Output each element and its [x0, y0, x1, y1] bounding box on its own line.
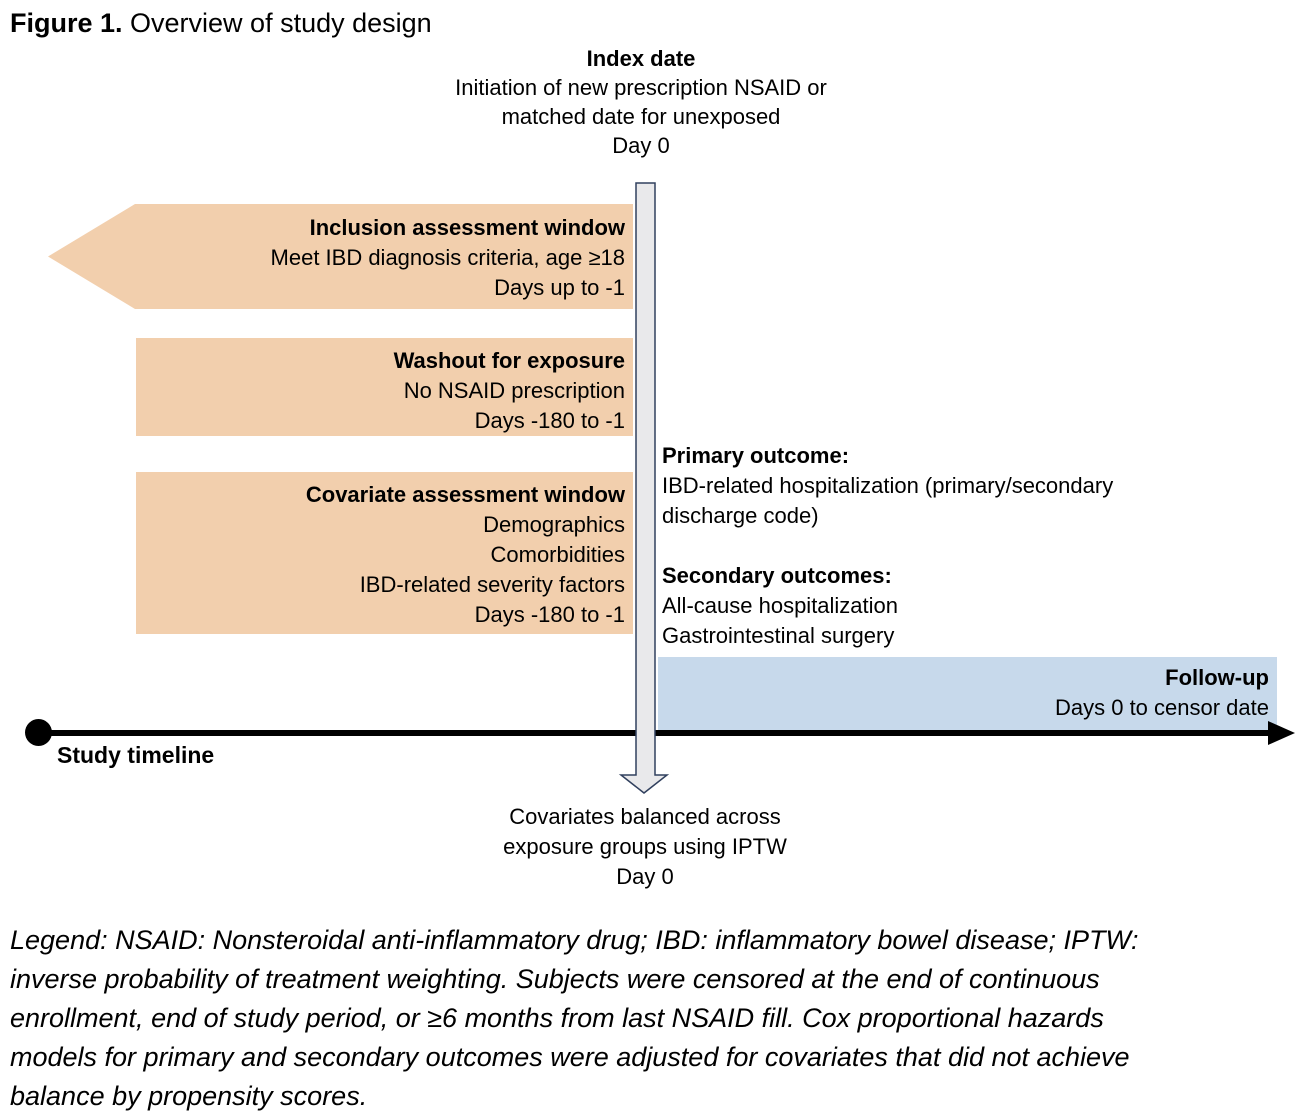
legend-line: enrollment, end of study period, or ≥6 m…: [10, 1003, 1104, 1033]
primary-outcome-heading: Primary outcome:: [662, 443, 850, 468]
follow-up-line: Days 0 to censor date: [1054, 695, 1269, 720]
follow-up-heading: Follow-up: [1165, 665, 1269, 690]
iptw-note-line: Day 0: [616, 864, 674, 889]
follow-up-bar: Follow-up Days 0 to censor date: [658, 657, 1277, 730]
index-date-label: Index date Initiation of new prescriptio…: [336, 44, 946, 160]
inclusion-window-line: Days up to -1: [494, 275, 625, 300]
washout-heading: Washout for exposure: [393, 348, 625, 373]
secondary-outcome-line: Gastrointestinal surgery: [662, 623, 895, 648]
washout-line: No NSAID prescription: [403, 378, 625, 403]
study-timeline-label: Study timeline: [57, 742, 215, 768]
study-timeline-axis: [38, 730, 1278, 736]
figure-title-text: Overview of study design: [122, 8, 432, 38]
iptw-note: Covariates balanced across exposure grou…: [395, 802, 895, 892]
secondary-outcome-line: All-cause hospitalization: [662, 593, 899, 618]
secondary-outcomes-heading: Secondary outcomes:: [662, 563, 892, 588]
covariate-line: Days -180 to -1: [474, 602, 625, 627]
legend-line: balance by propensity scores.: [10, 1081, 368, 1111]
covariate-line: Comorbidities: [490, 542, 626, 567]
outcomes-text: Primary outcome: IBD-related hospitaliza…: [662, 441, 1282, 651]
index-date-down-arrow-icon: [618, 182, 670, 794]
outcomes-spacer: [662, 531, 1282, 561]
index-date-line: matched date for unexposed: [501, 104, 781, 129]
figure-number: Figure 1.: [10, 8, 123, 38]
legend-line: inverse probability of treatment weighti…: [10, 964, 1100, 994]
timeline-start-dot-icon: [25, 719, 52, 746]
figure-title: Figure 1. Overview of study design: [10, 8, 432, 39]
iptw-note-line: Covariates balanced across: [509, 804, 781, 829]
primary-outcome-line: discharge code): [662, 503, 819, 528]
legend-line: Legend: NSAID: Nonsteroidal anti-inflamm…: [10, 925, 1139, 955]
down-arrow-shape: [618, 182, 670, 794]
legend-text: Legend: NSAID: Nonsteroidal anti-inflamm…: [10, 921, 1302, 1116]
legend-line: models for primary and secondary outcome…: [10, 1042, 1130, 1072]
primary-outcome-line: IBD-related hospitalization (primary/sec…: [662, 473, 1114, 498]
index-date-line: Initiation of new prescription NSAID or: [455, 75, 827, 100]
iptw-note-line: exposure groups using IPTW: [503, 834, 787, 859]
covariate-heading: Covariate assessment window: [305, 482, 625, 507]
index-date-heading: Index date: [586, 46, 696, 71]
washout-window-box: Washout for exposure No NSAID prescripti…: [136, 338, 633, 436]
covariate-line: Demographics: [483, 512, 625, 537]
timeline-right-arrowhead-icon: [1268, 721, 1295, 745]
index-date-line: Day 0: [612, 133, 670, 158]
inclusion-window-heading: Inclusion assessment window: [309, 215, 625, 240]
inclusion-window-arrow: Inclusion assessment window Meet IBD dia…: [48, 204, 633, 309]
covariate-line: IBD-related severity factors: [359, 572, 625, 597]
covariate-window-box: Covariate assessment window Demographics…: [136, 472, 633, 634]
washout-line: Days -180 to -1: [474, 408, 625, 433]
inclusion-window-line: Meet IBD diagnosis criteria, age ≥18: [270, 245, 625, 270]
